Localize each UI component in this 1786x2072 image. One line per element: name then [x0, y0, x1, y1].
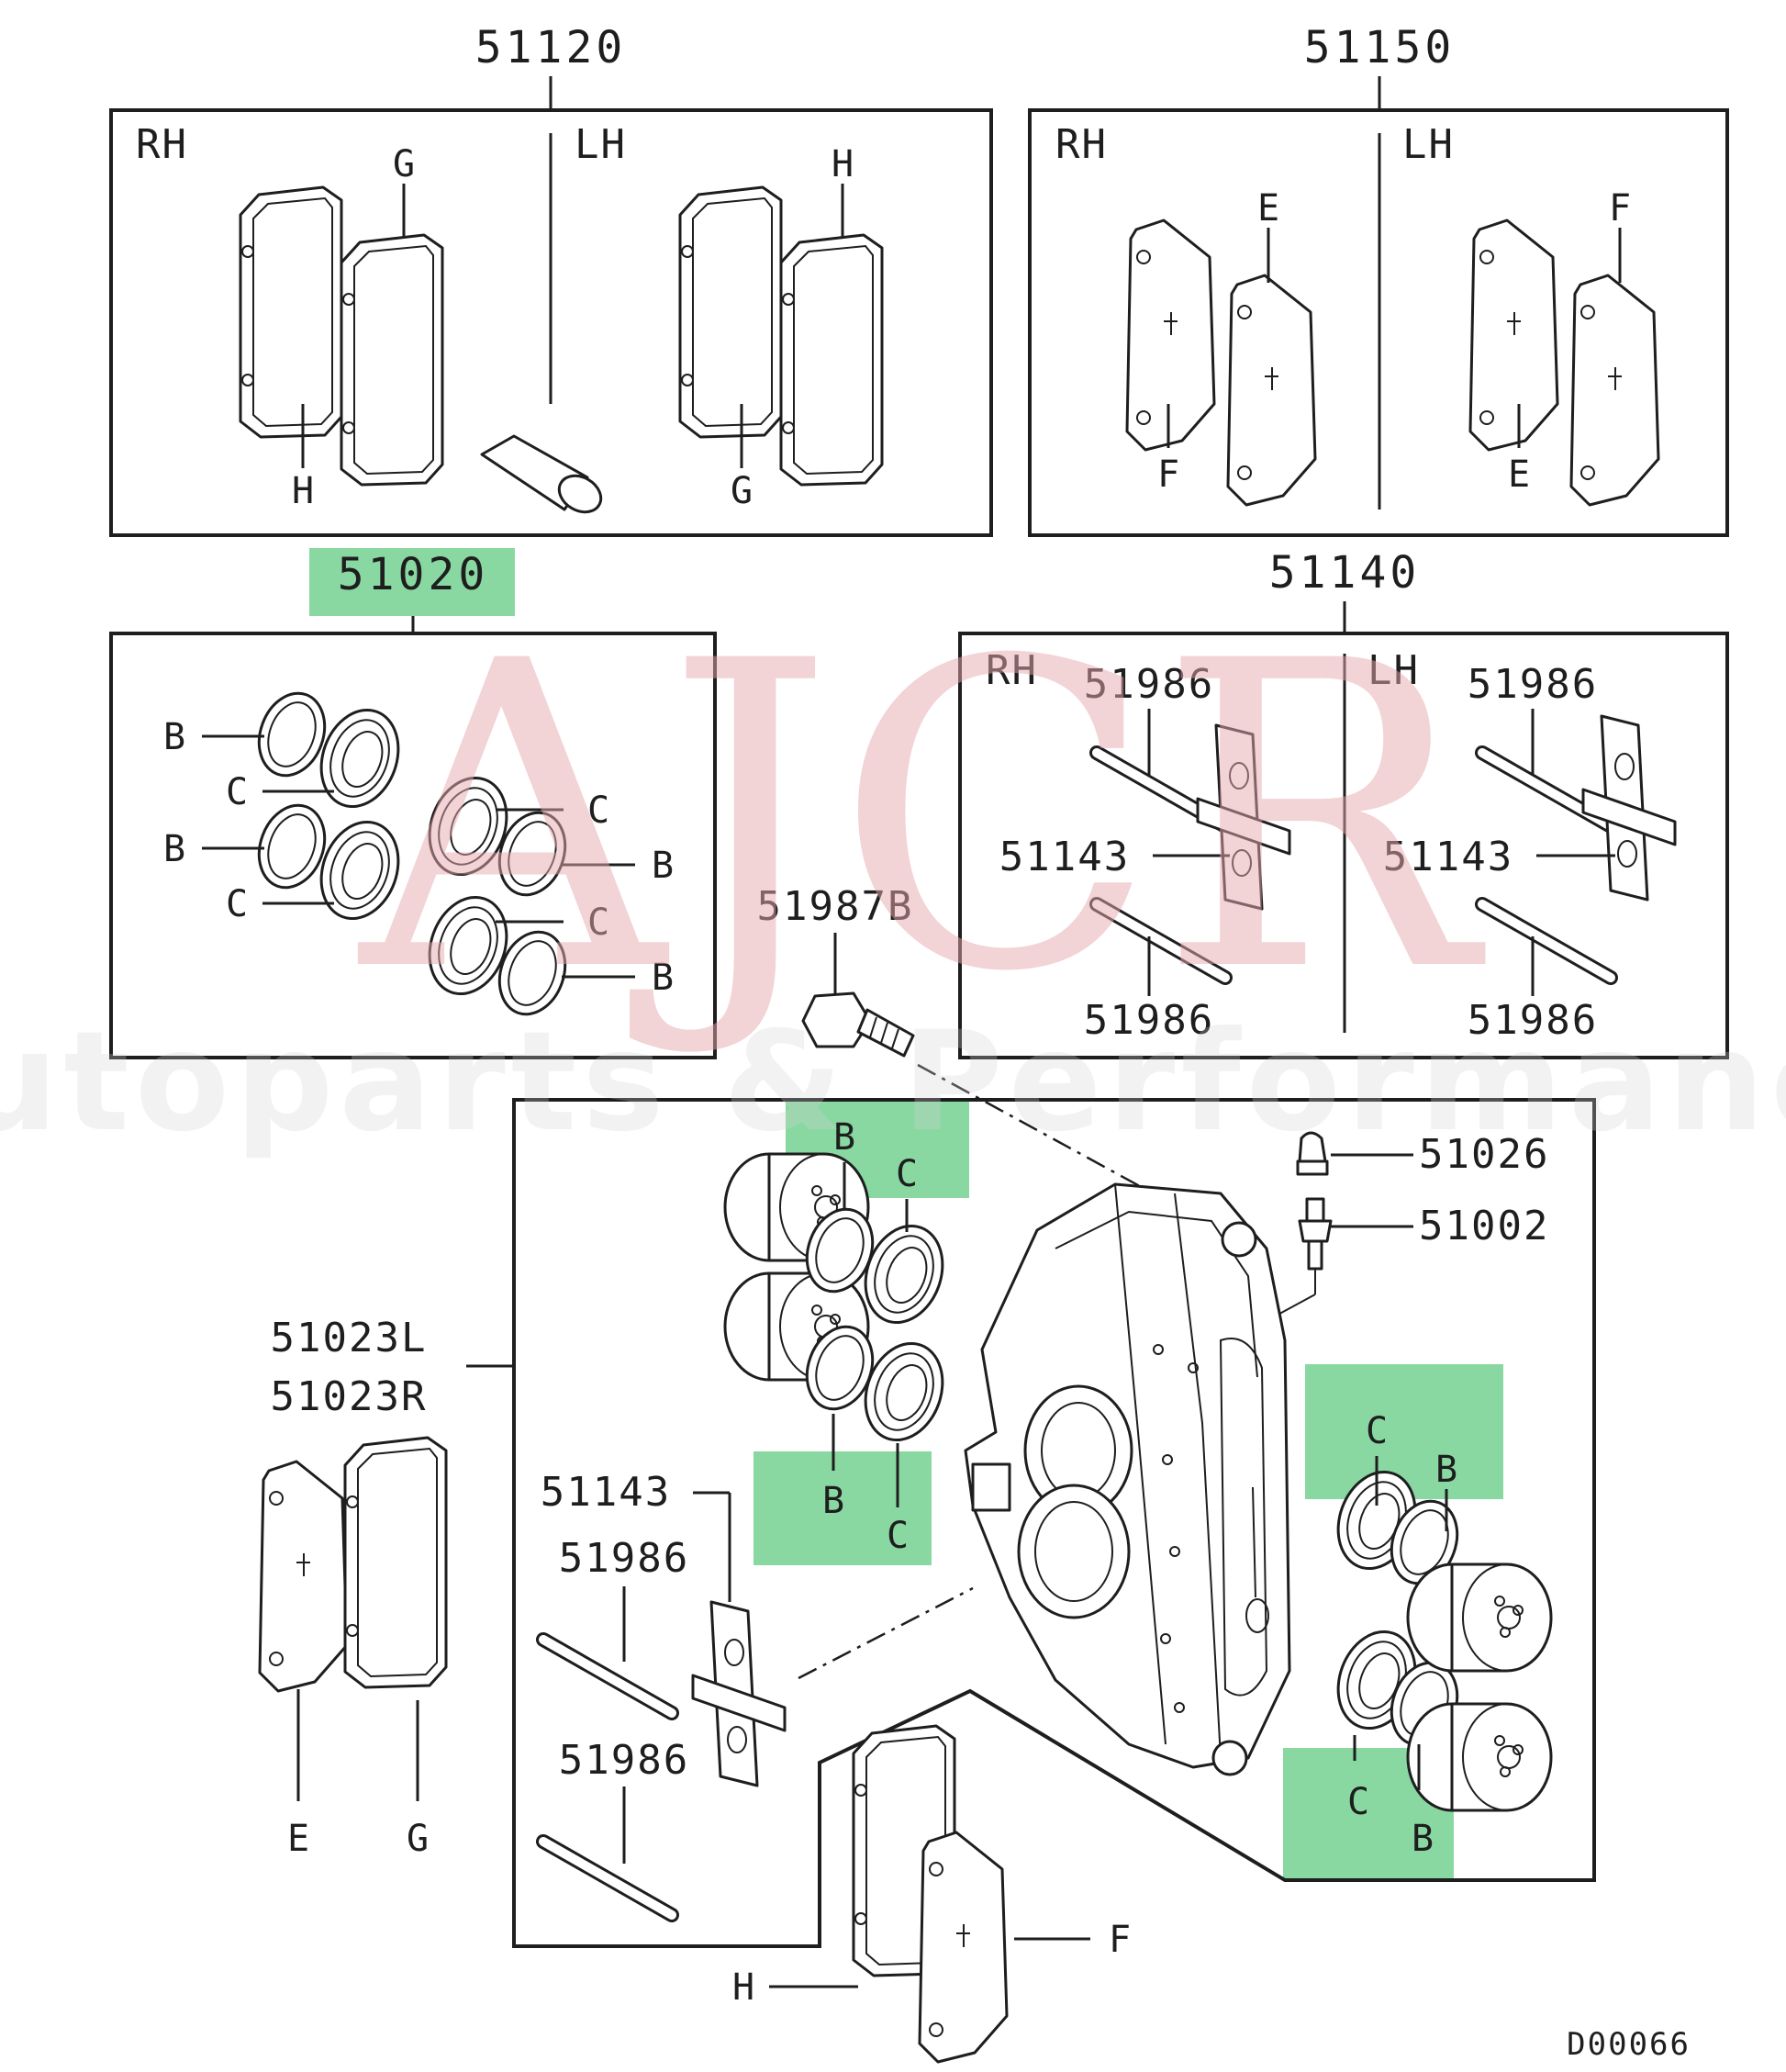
pads-group-number: 51120: [475, 22, 627, 73]
highlight-seal-kit-label: [309, 548, 515, 616]
seal-letter-c-4: C: [587, 902, 609, 944]
caliper-letter-b-lower: B: [822, 1480, 844, 1522]
shims-letter-f-bottom: F: [1157, 454, 1179, 496]
bleeder-screw-icon: [1298, 1197, 1333, 1271]
seal-letter-b-1: B: [163, 716, 185, 758]
pin-lh-lower: [1482, 904, 1611, 978]
pin-kit-rh-label: RH: [986, 647, 1038, 694]
caliper-letter-c-lower: C: [887, 1515, 909, 1557]
shim-lh-b: [1569, 274, 1660, 507]
shim-rh-a: [1125, 218, 1216, 452]
caliper-pin-upper-label: 51986: [559, 1535, 689, 1582]
seal-letter-b-2: B: [163, 828, 185, 870]
piston-right-lower: [1406, 1702, 1553, 1812]
grease-tube-icon: [480, 434, 603, 514]
seal-letter-c-2: C: [226, 883, 248, 925]
pad-set-letter-g: G: [407, 1818, 429, 1860]
shims-letter-e-bottom: E: [1508, 454, 1530, 496]
caliper-letter-c-right: C: [1366, 1410, 1388, 1452]
pads-rh-label: RH: [136, 121, 188, 168]
diagram-code: D00066: [1567, 2026, 1691, 2063]
bottom-shim: [918, 1831, 1009, 2064]
pin-kit-lh-pin-top-label: 51986: [1468, 661, 1598, 708]
pin-kit-lh-label: LH: [1367, 647, 1420, 694]
pin-kit-group-number: 51140: [1269, 547, 1421, 599]
bottom-letter-h: H: [732, 1966, 754, 2009]
clip-lh: [1581, 714, 1677, 902]
pin-kit-lh-pin-bottom-label: 51986: [1468, 997, 1598, 1044]
caliper-letter-b-bottom: B: [1412, 1818, 1434, 1860]
bolt-label: 51987B: [757, 883, 914, 930]
caliper-clip-label: 51143: [541, 1469, 671, 1516]
shims-lh-label: LH: [1402, 121, 1455, 168]
pad-set-label-l: 51023L: [271, 1315, 428, 1361]
pads-lh-label: LH: [575, 121, 627, 168]
caliper-clip: [691, 1600, 787, 1787]
caliper-letter-c-upper: C: [896, 1153, 918, 1195]
dust-cap-label: 51026: [1419, 1131, 1549, 1178]
pad-set-pad: [343, 1436, 448, 1689]
highlight-caliper-cb-right: [1305, 1364, 1503, 1499]
caliper-letter-c-bottom: C: [1347, 1781, 1369, 1823]
caliper-letter-b-upper: B: [833, 1116, 855, 1159]
seal-kit-group-number: 51020: [338, 549, 489, 600]
caliper-box: [512, 1098, 1596, 1948]
bolt-leader: [917, 1063, 1157, 1197]
shims-letter-e-top: E: [1257, 187, 1279, 230]
pad-lh-inner: [779, 233, 884, 487]
pads-letter-h-bottom: H: [292, 470, 314, 512]
pin-kit-rh-pin-bottom-label: 51986: [1084, 997, 1214, 1044]
seal-letter-b-4: B: [652, 957, 674, 999]
bleeder-screw-label: 51002: [1419, 1203, 1549, 1249]
pad-lh-outer: [678, 185, 783, 439]
dust-cap-icon: [1296, 1131, 1329, 1176]
seal-letter-c-1: C: [226, 771, 248, 813]
pads-letter-g-bottom: G: [731, 470, 753, 512]
pad-rh-outer: [239, 185, 343, 439]
piston-right-upper: [1406, 1562, 1553, 1673]
shims-rh-label: RH: [1055, 121, 1108, 168]
watermark-tagline: Autoparts & Performance: [0, 1002, 1786, 1162]
bottom-letter-f: F: [1109, 1919, 1131, 1961]
pin-kit-rh-pin-top-label: 51986: [1084, 661, 1214, 708]
pads-letter-g-top: G: [393, 143, 415, 185]
caliper-pin-lower-label: 51986: [559, 1737, 689, 1784]
pad-set-letter-e: E: [287, 1818, 309, 1860]
seal-letter-c-3: C: [587, 790, 609, 832]
pad-set-label-r: 51023R: [271, 1373, 428, 1420]
shim-rh-b: [1226, 274, 1317, 507]
shims-group-number: 51150: [1304, 22, 1456, 73]
pin-kit-rh-clip-label: 51143: [999, 834, 1130, 880]
pads-letter-h-top: H: [832, 143, 854, 185]
watermark-brand: AJCR: [353, 573, 1487, 1064]
shims-letter-f-top: F: [1609, 187, 1631, 230]
seal-letter-b-3: B: [652, 845, 674, 887]
caliper-letter-b-right: B: [1435, 1449, 1457, 1491]
pad-rh-inner: [340, 233, 444, 487]
caliper-pin-upper: [543, 1640, 672, 1713]
pad-set-shim: [258, 1460, 349, 1693]
caliper-pin-lower: [543, 1842, 672, 1915]
highlight-caliper-bc-lower: [753, 1451, 932, 1565]
caliper-body: [964, 1182, 1291, 1776]
bolt-icon: [801, 991, 915, 1058]
shim-lh-a: [1468, 218, 1559, 452]
pin-kit-lh-clip-label: 51143: [1383, 834, 1513, 880]
clip-leader: [798, 1586, 974, 1680]
